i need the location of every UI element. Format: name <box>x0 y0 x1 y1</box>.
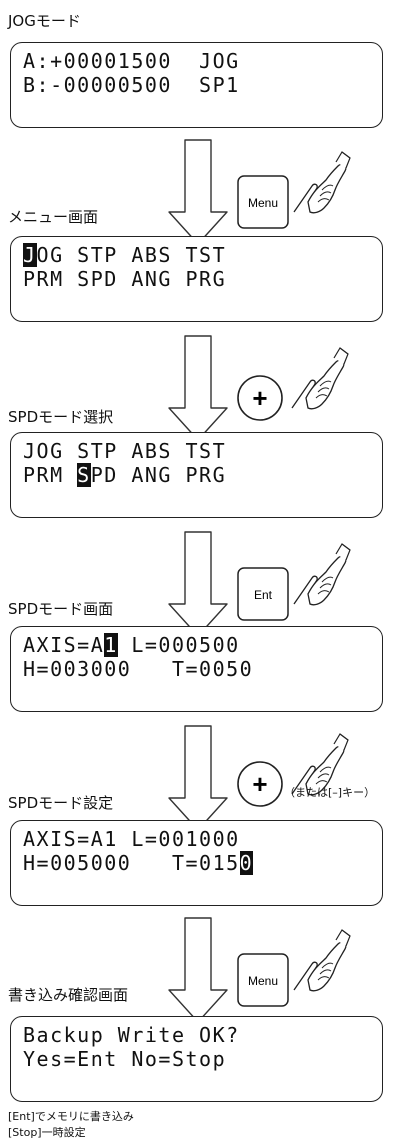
lcd-screen-spd-select: JOG STP ABS TST PRM SPD ANG PRG <box>10 432 383 518</box>
ent-key-label: Ent <box>254 588 273 602</box>
plus-key-press: + <box>237 733 349 807</box>
plus-key-label: + <box>252 769 267 799</box>
step-label-write-confirm: 書き込み確認画面 <box>8 986 129 1004</box>
lcd-screen-menu: JOG STP ABS TST PRM SPD ANG PRG <box>10 236 383 322</box>
lcd-line-2: B:-00000500 SP1 <box>23 73 240 97</box>
step-label-spd-mode-setting: SPDモード設定 <box>8 794 114 812</box>
lcd-line-2: Yes=Ent No=Stop <box>23 1047 227 1071</box>
step-label-spd-mode-screen: SPDモード画面 <box>8 600 114 618</box>
pointing-hand-icon <box>291 347 349 410</box>
lcd-line-1: AXIS=A1 L=001000 <box>23 827 240 851</box>
lcd-line-2: PRM SPD ANG PRG <box>23 267 227 291</box>
lcd-line-1-pre: AXIS=A <box>23 633 105 657</box>
lcd-line-1: A:+00001500 JOG <box>23 49 240 73</box>
menu-key-press: Menu <box>237 929 351 1007</box>
menu-key-label: Menu <box>248 196 278 210</box>
down-arrow-icon <box>167 530 229 640</box>
lcd-cursor: 1 <box>104 633 118 657</box>
plus-key-label: + <box>252 383 267 413</box>
pointing-hand-icon <box>293 929 351 992</box>
lcd-cursor: J <box>23 243 37 267</box>
down-arrow-icon <box>167 724 229 834</box>
note-stop: [Stop]一時設定 <box>8 1126 86 1139</box>
down-arrow-icon <box>167 916 229 1026</box>
lcd-cursor: S <box>77 463 91 487</box>
lcd-line-2-pre: H=005000 T=015 <box>23 851 240 875</box>
lcd-screen-jog: A:+00001500 JOG B:-00000500 SP1 <box>10 42 383 128</box>
plus-key-press: + <box>237 347 349 421</box>
down-arrow-icon <box>167 334 229 444</box>
note-ent: [Ent]でメモリに書き込み <box>8 1110 134 1123</box>
lcd-line-1: JOG STP ABS TST <box>23 439 227 463</box>
lcd-line-1: Backup Write OK? <box>23 1023 240 1047</box>
lcd-cursor: 0 <box>239 851 254 875</box>
pointing-hand-icon <box>293 151 351 214</box>
lcd-line-2: H=003000 T=0050 <box>23 657 254 681</box>
step-label-jog-mode: JOGモード <box>8 12 81 30</box>
lcd-screen-spd: AXIS=A1 L=000500 H=003000 T=0050 <box>10 626 383 712</box>
ent-key-press: Ent <box>237 543 351 621</box>
lcd-line-2-pre: PRM <box>23 463 78 487</box>
lcd-line-2-post: PD ANG PRG <box>90 463 227 487</box>
step-label-spd-mode-select: SPDモード選択 <box>8 408 114 426</box>
menu-key-press: Menu <box>237 151 351 229</box>
minus-key-note: （または[–]キー） <box>284 786 376 799</box>
menu-key-label: Menu <box>248 974 278 988</box>
step-label-menu-screen: メニュー画面 <box>8 208 99 226</box>
lcd-screen-write-confirm: Backup Write OK? Yes=Ent No=Stop <box>10 1016 383 1102</box>
lcd-line-1-post: L=000500 <box>117 633 240 657</box>
lcd-line-1-rest: OG STP ABS TST <box>36 243 227 267</box>
down-arrow-icon <box>167 138 229 248</box>
lcd-screen-spd-setting: AXIS=A1 L=001000 H=005000 T=0150 <box>10 820 383 906</box>
pointing-hand-icon <box>293 543 351 606</box>
